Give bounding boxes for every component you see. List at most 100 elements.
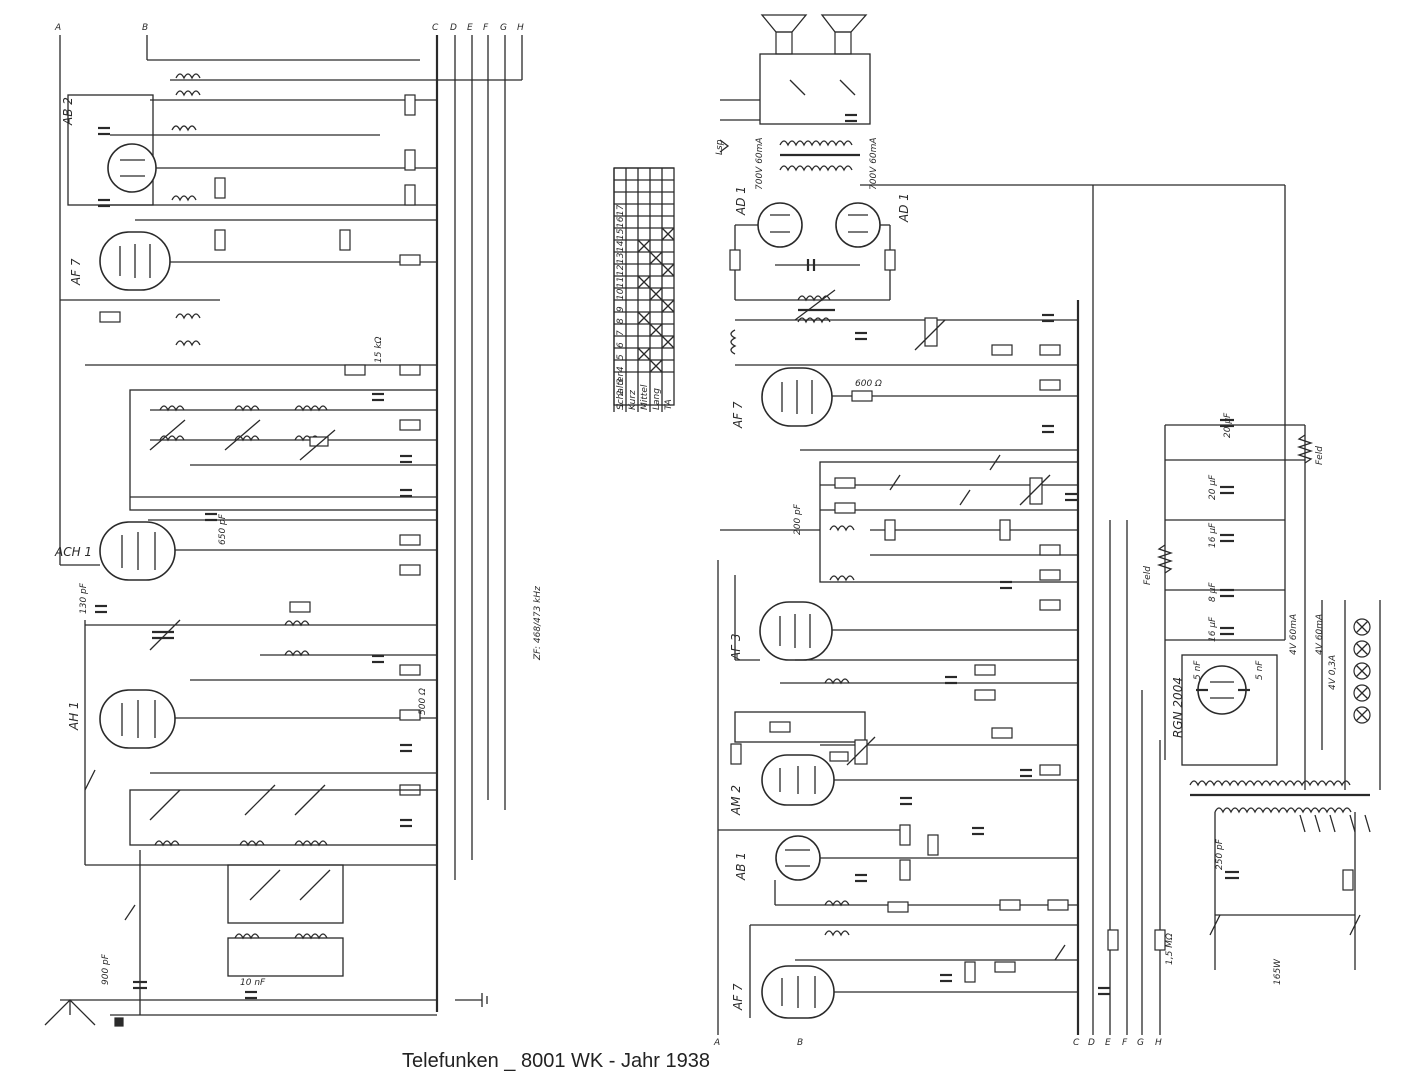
label-ad1-right: AD 1 (897, 193, 911, 223)
label-ab2: AB 2 (61, 97, 75, 126)
dial-lamp-cross (1355, 642, 1369, 656)
label-4v-03a: 4V 0,3A (1328, 655, 1338, 690)
value-20uf-b: 20 µF (1208, 474, 1218, 500)
table-cross-mark (649, 323, 663, 337)
table-row-label: Mittel (640, 384, 650, 410)
table-cross-mark (649, 359, 663, 373)
diagram-caption: Telefunken _ 8001 WK - Jahr 1938 (402, 1050, 710, 1072)
tube-ad1-right (835, 202, 881, 248)
table-col-label: 10 (616, 288, 626, 300)
dial-lamp-cross (1355, 708, 1369, 722)
dial-lamp-cross (1355, 664, 1369, 678)
left-bus-lines (59, 35, 523, 1012)
output-transformer: 700V 60mA 700V 60mA (755, 137, 879, 190)
table-col-label: 1 (616, 402, 626, 408)
label-165w: 165W (1273, 958, 1283, 985)
label-af7-mid: AF 7 (731, 401, 745, 429)
dial-lamp-cross (1355, 686, 1369, 700)
table-col-label: 16 (616, 216, 626, 228)
value-600: 600 Ω (855, 379, 882, 389)
tone-network: 200 pF (720, 454, 1079, 590)
tube-ab2 (107, 143, 157, 193)
value-20uf-a: 20 µF (1223, 412, 1233, 438)
speakers (719, 14, 871, 153)
speaker-left-icon (775, 31, 793, 55)
table-cross-mark (661, 335, 675, 349)
am2-stage: AM 2 (729, 711, 1078, 816)
bus-bottom-g: G (1137, 1038, 1144, 1048)
right-bus-lines (717, 184, 1286, 1035)
value-16uf-a: 16 µF (1208, 522, 1218, 548)
table-cross-mark (637, 311, 651, 325)
mains-transformer: 165W 250 pF (1189, 780, 1371, 985)
power-supply: Feld Feld 20 µF 20 µF 16 µF 8 µF 16 µF (1143, 412, 1325, 790)
table-col-label: 11 (616, 277, 626, 288)
label-af7-bottom: AF 7 (731, 983, 745, 1011)
label-ab1: AB 1 (734, 852, 748, 881)
antenna-coil-network (84, 769, 438, 977)
driver-transformer (794, 289, 836, 324)
label-af3: AF 3 (729, 633, 743, 661)
table-row-label: TA (664, 399, 674, 410)
table-col-label: 3 (616, 378, 626, 384)
value-16uf-b: 16 µF (1208, 616, 1218, 642)
dial-lamps: 4V 60mA 4V 60mA 4V 0,3A (1289, 600, 1381, 790)
table-col-label: 7 (616, 330, 626, 336)
rgn2004-rectifier: RGN 2004 5 nF 5 nF (1171, 654, 1278, 766)
table-row-label: Kurz (628, 390, 638, 410)
table-col-label: 2 (616, 390, 626, 396)
value-5nf-b: 5 nF (1255, 660, 1265, 680)
value-8uf: 8 µF (1208, 582, 1218, 602)
table-col-label: 9 (616, 306, 626, 312)
tube-ad1-left (757, 202, 803, 248)
label-lsp: Lsp (715, 139, 725, 155)
coil-network-upper (129, 389, 438, 511)
speaker-right-icon (834, 31, 852, 55)
label-ah1: AH 1 (67, 701, 81, 731)
dial-lamp-cross (1355, 620, 1369, 634)
af7-mid-stage: AF 7 600 Ω (730, 313, 1078, 451)
table-col-label: 13 (616, 252, 626, 264)
table-col-label: 8 (616, 318, 626, 324)
bus-label-b: B (142, 23, 148, 33)
bus-bottom-a: A (713, 1038, 720, 1048)
value-130pf: 130 pF (79, 582, 89, 614)
label-rgn2004: RGN 2004 (1171, 677, 1185, 738)
value-650pf: 650 pF (218, 513, 228, 545)
label-ad1-left: AD 1 (734, 186, 748, 216)
table-cross-mark (637, 239, 651, 253)
value-900pf: 900 pF (101, 953, 111, 985)
label-af7-top: AF 7 (69, 258, 83, 286)
table-cross-mark (649, 287, 663, 301)
label-4v-60ma-a: 4V 60mA (1289, 614, 1299, 655)
bus-bottom-b: B (797, 1038, 803, 1048)
if-frequency-note: ZF: 468/473 kHz (533, 586, 543, 661)
table-col-label: 14 (616, 240, 626, 252)
bus-bottom-d: D (1088, 1038, 1095, 1048)
label-ach1: ACH 1 (54, 545, 92, 559)
value-5nf-a: 5 nF (1193, 660, 1203, 680)
value-200pf-tone: 200 pF (793, 503, 803, 535)
tube-ab1 (775, 835, 821, 881)
bus-label-f: F (483, 23, 489, 33)
ab2-stage: AB 2 (61, 73, 437, 208)
ab1-stage: AB 1 (718, 796, 1078, 913)
ah1-stage: AH 1 500 Ω (67, 688, 437, 828)
value-500: 500 Ω (418, 688, 428, 715)
coil-network-middle: 130 pF (79, 582, 437, 681)
bus-bottom-h: H (1155, 1038, 1162, 1048)
label-feld-mid: Feld (1143, 566, 1153, 585)
table-cross-mark (649, 251, 663, 265)
table-col-label: 4 (616, 366, 626, 372)
label-feld-top: Feld (1315, 446, 1325, 465)
bus-label-g: G (500, 23, 507, 33)
table-cross-mark (661, 299, 675, 313)
value-15k: 15 kΩ (374, 336, 384, 363)
bus-label-a: A (54, 23, 61, 33)
ad1-push-pull-stage: AD 1 AD 1 (729, 186, 911, 301)
bus-bottom-f: F (1122, 1038, 1128, 1048)
tube-af3 (759, 601, 833, 661)
ach1-stage: ACH 1 650 pF (54, 512, 437, 613)
table-col-label: 15 (616, 228, 626, 240)
